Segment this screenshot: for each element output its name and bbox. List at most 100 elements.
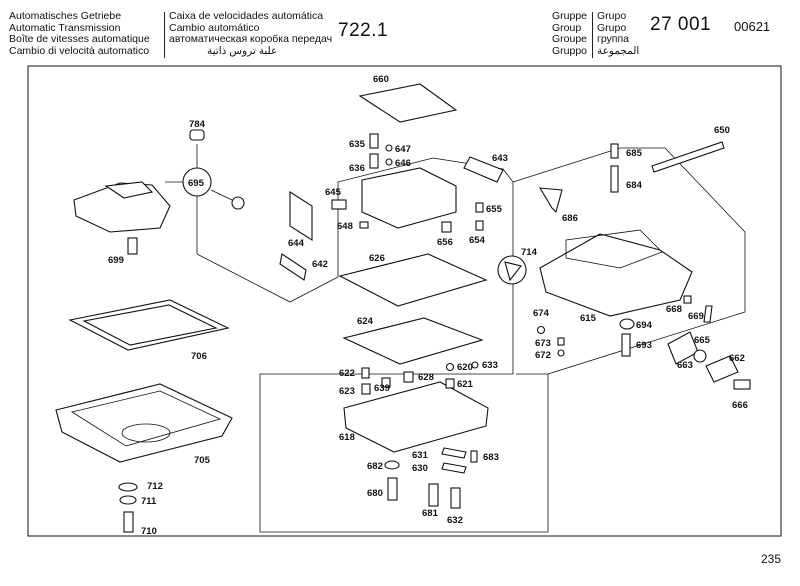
callout-644: 644: [288, 238, 305, 249]
part-628: [403, 371, 414, 383]
group-de: Gruppe: [552, 10, 588, 22]
part-valve-body-upper: [361, 167, 457, 229]
part-711: [119, 495, 137, 505]
callout-645: 645: [325, 187, 342, 198]
part-710-bolt: [123, 511, 134, 533]
callout-706: 706: [191, 351, 207, 362]
callout-624: 624: [357, 316, 374, 327]
title-en: Automatic Transmission: [9, 21, 121, 34]
callout-642: 642: [312, 259, 328, 270]
page-number: 235: [761, 552, 782, 566]
callout-621: 621: [457, 379, 474, 390]
callout-labels: 660 784 695 699 635 647 636 646 643 645 …: [108, 74, 748, 537]
title-block-mid: Caixa de velocidades automática Cambio a…: [169, 10, 333, 57]
part-642-bracket: [279, 253, 307, 281]
title-pt: Caixa de velocidades automática: [169, 10, 324, 22]
part-646: [385, 158, 393, 166]
part-673: [557, 337, 565, 346]
part-681-bolt: [428, 483, 439, 507]
callout-665: 665: [694, 335, 711, 346]
part-655: [475, 202, 484, 213]
callout-686: 686: [562, 213, 578, 224]
part-682: [384, 460, 400, 470]
part-695-washer: [231, 196, 245, 210]
group-words-right: Grupo Grupo группа المجموعة: [597, 10, 640, 57]
part-705-oil-pan: [55, 383, 233, 463]
callout-705: 705: [194, 455, 211, 466]
part-784-seal: [189, 129, 205, 141]
part-650-rod: [651, 141, 725, 173]
callout-684: 684: [626, 180, 643, 191]
callout-695: 695: [188, 178, 205, 189]
callout-650: 650: [714, 125, 730, 136]
header-divider-1: [164, 12, 165, 58]
part-618-valve-body: [343, 381, 489, 453]
title-de: Automatisches Getriebe: [9, 10, 122, 22]
callout-635: 635: [349, 139, 366, 150]
part-615-detail: [565, 229, 663, 269]
part-686: [538, 187, 563, 214]
part-654: [475, 220, 484, 231]
callout-623: 623: [339, 386, 355, 397]
part-680-bolt: [387, 477, 398, 501]
callout-662: 662: [729, 353, 745, 364]
part-668: [683, 295, 692, 304]
group-ar: المجموعة: [597, 44, 640, 57]
callout-626: 626: [369, 253, 385, 264]
callout-620: 620: [457, 362, 473, 373]
group-pt: Grupo: [597, 10, 627, 22]
callout-654: 654: [469, 235, 486, 246]
assembly-outline-right: [512, 147, 746, 375]
part-672: [557, 349, 565, 357]
part-621: [445, 378, 455, 389]
part-674: [536, 325, 546, 335]
part-683: [470, 450, 478, 463]
callout-673: 673: [535, 338, 551, 349]
group-es: Grupo: [597, 21, 627, 34]
part-685: [610, 143, 619, 159]
callout-685: 685: [626, 148, 643, 159]
callout-646: 646: [395, 158, 411, 169]
callout-647: 647: [395, 144, 411, 155]
part-694: [619, 318, 635, 330]
part-648: [359, 221, 369, 229]
part-663: [693, 349, 707, 363]
callout-680: 680: [367, 488, 383, 499]
title-it: Cambio di velocità automatico: [9, 44, 150, 57]
group-en: Group: [552, 21, 582, 34]
group-words-left: Gruppe Group Groupe Gruppo: [552, 10, 588, 57]
part-635: [369, 133, 379, 149]
group-ru: группа: [597, 33, 630, 45]
part-645-screw: [331, 199, 347, 210]
callout-660: 660: [373, 74, 389, 85]
callout-618: 618: [339, 432, 355, 443]
callout-631: 631: [412, 450, 429, 461]
part-656: [441, 221, 452, 233]
callout-710: 710: [141, 526, 157, 537]
callout-672: 672: [535, 350, 551, 361]
part-662-flange: [705, 355, 739, 383]
part-620: [445, 362, 455, 372]
callout-656: 656: [437, 237, 453, 248]
callout-784: 784: [189, 119, 206, 130]
part-615-governor-housing: [539, 233, 693, 317]
part-684: [610, 165, 619, 193]
part-filter-top: [104, 181, 154, 199]
part-623: [361, 383, 371, 395]
group-it: Gruppo: [552, 44, 588, 57]
part-647: [385, 144, 393, 152]
title-es: Cambio automático: [169, 21, 260, 34]
callout-674: 674: [533, 308, 550, 319]
title-fr: Boîte de vitesses automatique: [9, 33, 150, 45]
callout-669: 669: [688, 311, 704, 322]
part-624-gasket: [342, 317, 484, 365]
part-714-trigon: [504, 261, 522, 282]
title-ru: автоматическая коробка передач: [169, 33, 333, 45]
group-code: 27 001: [650, 14, 712, 35]
part-705-oil-pan-inner: [70, 390, 222, 447]
callout-655: 655: [486, 204, 503, 215]
leader-695-right: [210, 189, 233, 201]
part-639: [381, 377, 391, 388]
callout-682: 682: [367, 461, 383, 472]
